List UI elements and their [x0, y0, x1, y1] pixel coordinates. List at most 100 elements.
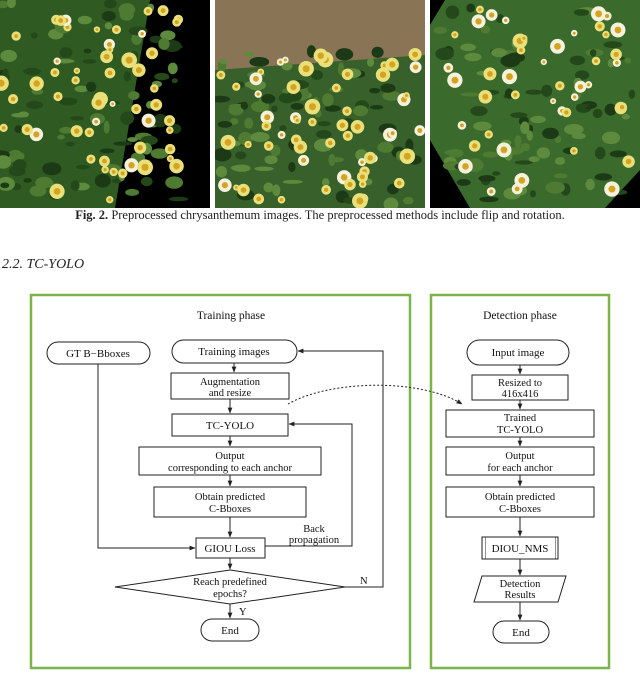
foliage-blob	[433, 26, 448, 34]
flower-center	[504, 18, 508, 23]
foliage-blob	[482, 151, 499, 158]
flower-center	[390, 131, 395, 136]
foliage-blob	[445, 5, 460, 19]
foliage-blob	[526, 130, 533, 141]
flower-center	[95, 99, 102, 106]
flower-center	[55, 94, 61, 99]
foliage-blob	[254, 166, 274, 172]
foliage-blob	[42, 162, 62, 176]
output-box	[138, 446, 322, 476]
detect-obtain-label-2: C-Bboxes	[499, 504, 541, 515]
foliage-blob	[279, 125, 287, 131]
foliage-blob	[243, 51, 255, 57]
flower-center	[594, 59, 598, 63]
foliage-blob	[594, 173, 613, 181]
foliage-blob	[111, 178, 123, 184]
foliage-blob	[589, 49, 597, 57]
flower-center	[586, 83, 591, 87]
foliage-blob	[31, 32, 38, 39]
resized-label-2: 416x416	[502, 389, 539, 400]
flower-center	[290, 84, 297, 91]
foliage-blob	[167, 62, 178, 75]
detection-end-label: End	[512, 627, 530, 639]
flower-center	[340, 174, 348, 181]
flower-center	[173, 162, 180, 170]
foliage-blob	[609, 150, 627, 158]
foliage-blob	[478, 175, 496, 182]
resized-label-1: Resized to	[498, 378, 542, 389]
foliage-blob	[65, 141, 76, 147]
flower-center	[259, 70, 263, 74]
foliage-blob	[13, 159, 27, 171]
foliage-blob	[215, 166, 228, 178]
foliage-blob	[0, 49, 18, 63]
foliage-blob	[575, 70, 590, 80]
flower-center	[360, 160, 364, 164]
foliage-blob	[585, 178, 595, 191]
foliage-blob	[113, 141, 133, 146]
flower-center	[279, 197, 284, 202]
foliage-blob	[380, 83, 396, 93]
flower-center	[103, 168, 107, 172]
tc-yolo-label: TC-YOLO	[206, 420, 254, 432]
flower-center	[111, 170, 116, 174]
foliage-blob	[83, 48, 92, 54]
diou-nms-inner-left	[485, 537, 486, 559]
gt-bboxes-label: GT B−Bboxes	[66, 348, 130, 360]
foliage-blob	[573, 9, 590, 16]
flower-photo-flipped	[0, 0, 210, 208]
foliage-blob	[366, 57, 375, 67]
foliage-blob	[153, 113, 168, 128]
flower-center	[486, 132, 491, 137]
output-label-2: corresponding to each anchor	[168, 463, 292, 474]
flower-center	[278, 60, 283, 64]
foliage-blob	[464, 52, 482, 62]
flower-center	[160, 8, 166, 14]
foliage-blob	[306, 45, 316, 58]
training-end-label: End	[221, 625, 239, 637]
foliage-blob	[480, 25, 491, 34]
flower-center	[347, 181, 353, 188]
flower-center	[446, 65, 451, 70]
flower-center	[379, 71, 387, 78]
foliage-blob	[94, 173, 111, 188]
foliage-blob	[29, 185, 47, 197]
foliage-blob	[330, 157, 344, 163]
foliage-blob	[140, 176, 153, 187]
figure-caption: Fig. 2. Preprocessed chrysanthemum image…	[0, 208, 640, 223]
foliage-blob	[324, 105, 341, 112]
flower-center	[595, 10, 603, 18]
flower-center	[135, 67, 142, 74]
flower-center	[33, 80, 40, 87]
caption-label: Fig. 2.	[75, 208, 109, 222]
foliage-blob	[217, 120, 233, 128]
foliage-blob	[520, 143, 531, 152]
foliage-blob	[82, 59, 97, 64]
flower-center	[564, 110, 569, 115]
foliage-blob	[271, 105, 278, 113]
foliage-blob	[525, 89, 543, 95]
foliage-blob	[369, 87, 381, 94]
foliage-blob	[529, 190, 536, 198]
flower-center	[487, 70, 493, 77]
flower-center	[167, 118, 173, 124]
flower-center	[145, 117, 152, 124]
foliage-blob	[219, 59, 228, 65]
flower-center	[614, 26, 622, 34]
flower-center	[283, 58, 287, 62]
foliage-blob	[168, 196, 189, 202]
flower-center	[10, 96, 16, 102]
foliage-blob	[104, 0, 117, 9]
foliage-blob	[352, 105, 369, 117]
flower-center	[513, 92, 518, 97]
foliage-blob	[86, 81, 97, 93]
flower-center	[102, 158, 107, 164]
section-heading: 2.2. TC-YOLO	[2, 257, 85, 272]
foliage-blob	[382, 91, 402, 101]
flower-center	[605, 14, 610, 19]
foliage-blob	[322, 93, 334, 107]
foliage-blob	[624, 57, 632, 64]
foliage-blob	[554, 135, 562, 144]
foliage-blob	[571, 132, 586, 140]
